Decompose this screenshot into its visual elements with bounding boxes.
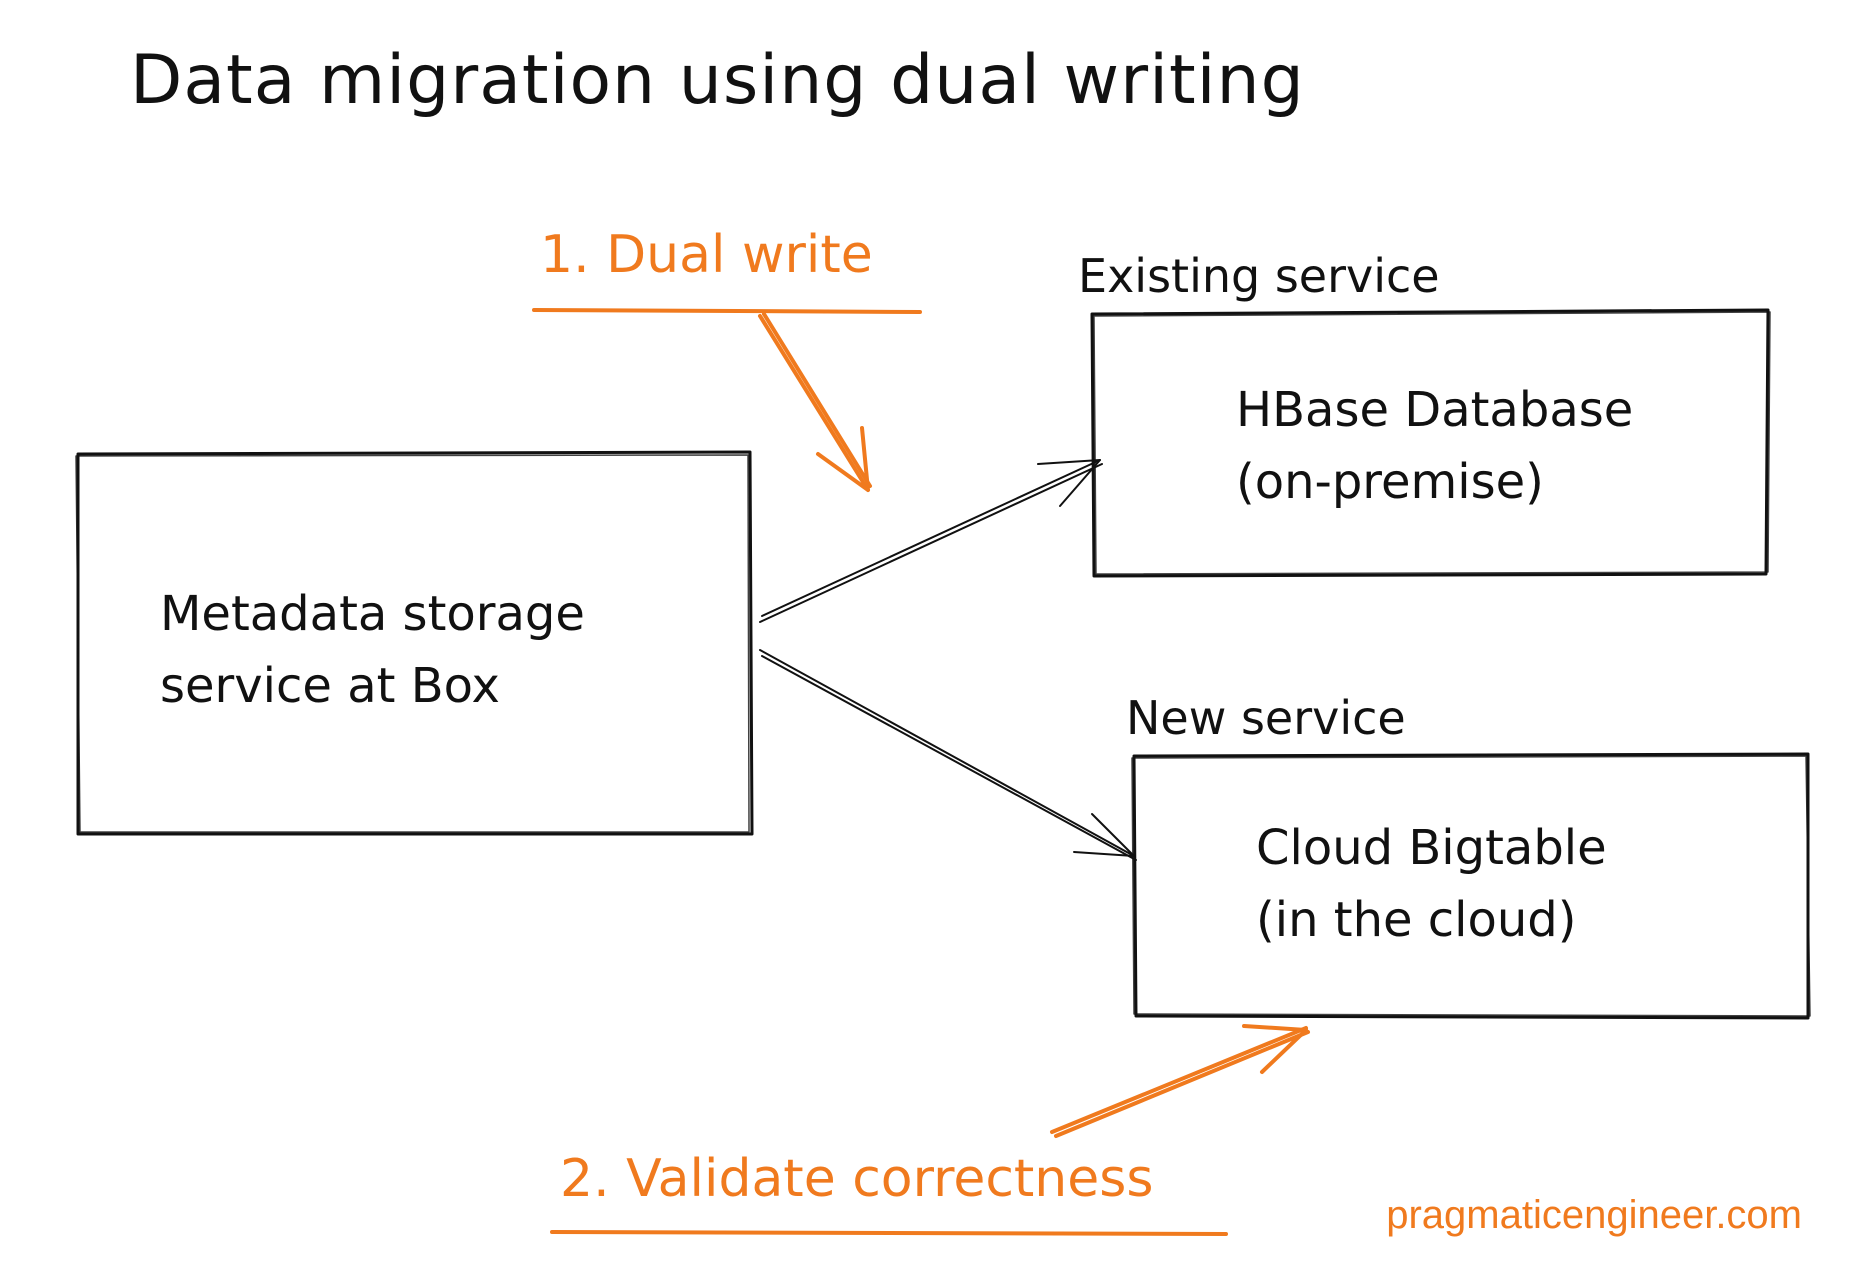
new-service-text: Cloud Bigtable (in the cloud) [1256,812,1607,956]
new-service-label: New service [1126,691,1406,745]
diagram-title: Data migration using dual writing [130,41,1305,120]
dual-write-underline [532,308,922,314]
new-service-line2: (in the cloud) [1256,892,1577,948]
credit-link[interactable]: pragmaticengineer.com [1386,1193,1802,1237]
new-service-line1: Cloud Bigtable [1256,820,1607,876]
existing-service-box [1090,308,1771,578]
validate-underline [550,1230,1228,1236]
step-dual-write-label: 1. Dual write [540,225,873,285]
source-service-line2: service at Box [160,658,500,714]
source-service-line1: Metadata storage [160,586,585,642]
source-service-text: Metadata storage service at Box [160,578,585,722]
existing-service-label: Existing service [1078,249,1440,303]
new-service-box [1131,752,1811,1020]
arrow-to-existing-service [759,459,1103,623]
existing-service-line1: HBase Database [1236,382,1634,438]
step-validate-label: 2. Validate correctness [560,1149,1154,1209]
existing-service-text: HBase Database (on-premise) [1236,374,1633,518]
validate-arrow [1050,1024,1310,1138]
source-service-box [75,450,754,836]
dual-write-arrow [758,312,872,492]
arrow-to-new-service [759,649,1137,861]
existing-service-line2: (on-premise) [1236,454,1544,510]
